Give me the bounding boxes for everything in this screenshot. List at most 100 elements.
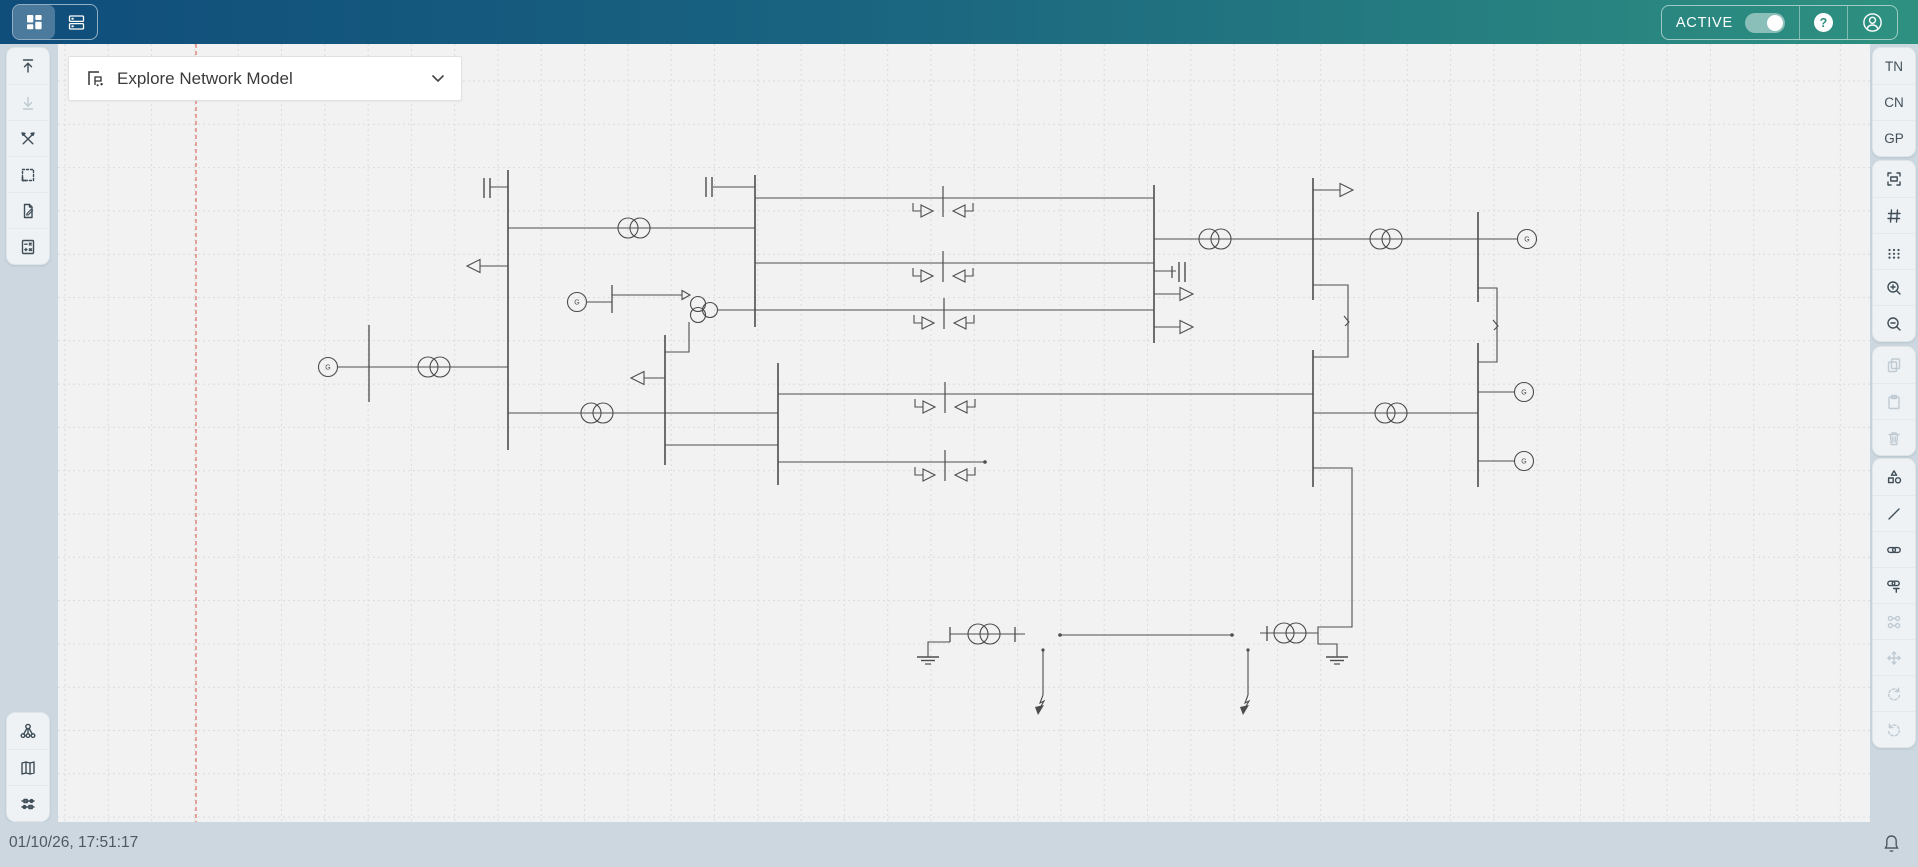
tools-button[interactable] — [7, 120, 49, 156]
flow-glyph[interactable] — [914, 399, 923, 408]
dashboard-view-button[interactable] — [13, 5, 55, 39]
flow-glyph[interactable] — [965, 203, 974, 212]
map-button[interactable] — [7, 749, 49, 785]
flow-arrow-right[interactable] — [921, 316, 936, 330]
generator-label[interactable]: G — [325, 365, 330, 372]
connection-path[interactable] — [1317, 633, 1338, 657]
flow-arrow-right[interactable] — [922, 468, 937, 482]
tn-button[interactable]: TN — [1885, 58, 1903, 74]
endpoint-dot[interactable] — [983, 460, 987, 464]
connection-path[interactable] — [1313, 467, 1353, 633]
flow-arrow[interactable] — [629, 370, 645, 386]
shapes-button[interactable] — [1873, 459, 1915, 495]
load-arrow[interactable] — [1243, 694, 1251, 709]
schema-button[interactable] — [7, 785, 49, 821]
flow-glyph[interactable] — [912, 268, 921, 277]
calculate-button[interactable] — [7, 228, 49, 264]
zoom-in-button[interactable] — [1873, 269, 1915, 305]
transformer-2w[interactable] — [1374, 402, 1396, 424]
network-diagram[interactable]: G G G G G — [58, 44, 1870, 822]
flow-arrow-right[interactable] — [920, 269, 935, 283]
transformer-2w[interactable] — [417, 356, 439, 378]
flow-glyph[interactable] — [913, 315, 922, 324]
transformer-2w[interactable] — [1273, 622, 1295, 644]
paste-button[interactable] — [1873, 383, 1915, 419]
bus-coupler[interactable] — [1313, 284, 1349, 358]
dots-toggle-button[interactable] — [1873, 233, 1915, 269]
flow-glyph[interactable] — [967, 399, 976, 408]
load-arrow-head[interactable] — [1240, 705, 1249, 715]
transformer-2w[interactable] — [979, 623, 1001, 645]
import-button[interactable] — [7, 48, 49, 84]
link-button[interactable] — [1873, 531, 1915, 567]
topology-button[interactable] — [7, 713, 49, 749]
export-button[interactable] — [7, 84, 49, 120]
flow-glyph[interactable] — [967, 467, 976, 476]
transformer-3w[interactable] — [701, 301, 719, 319]
rotate-ccw-button[interactable] — [1873, 711, 1915, 747]
generator[interactable] — [566, 291, 588, 313]
coupler-arrow[interactable] — [1343, 315, 1350, 327]
model-selector[interactable]: Explore Network Model — [68, 56, 462, 101]
transformer-2w[interactable] — [967, 623, 989, 645]
generator-label[interactable]: G — [1521, 390, 1526, 397]
copy-button[interactable] — [1873, 347, 1915, 383]
fit-view-button[interactable] — [1873, 161, 1915, 197]
transformer-2w[interactable] — [1369, 228, 1391, 250]
reroute-button[interactable] — [1873, 603, 1915, 639]
generator-label[interactable]: G — [1521, 459, 1526, 466]
flow-arrow-left[interactable] — [953, 468, 968, 482]
load-arrow[interactable] — [1038, 694, 1046, 709]
transformer-2w[interactable] — [429, 356, 451, 378]
transformer-2w[interactable] — [1210, 228, 1232, 250]
data-view-button[interactable] — [55, 5, 97, 39]
flow-arrow-left[interactable] — [951, 269, 966, 283]
generator[interactable] — [1513, 381, 1535, 403]
rotate-cw-button[interactable] — [1873, 675, 1915, 711]
transformer-2w[interactable] — [1198, 228, 1220, 250]
transformer-2w[interactable] — [592, 402, 614, 424]
notifications-icon[interactable] — [1882, 833, 1901, 854]
flow-arrow[interactable] — [1179, 319, 1195, 335]
delete-button[interactable] — [1873, 419, 1915, 455]
flow-arrow[interactable] — [1339, 182, 1355, 198]
flow-glyph[interactable] — [966, 315, 975, 324]
flow-glyph[interactable] — [912, 203, 921, 212]
zoom-out-button[interactable] — [1873, 305, 1915, 341]
generator[interactable] — [317, 356, 339, 378]
draw-line-button[interactable] — [1873, 495, 1915, 531]
generator-label[interactable]: G — [574, 300, 579, 307]
active-toggle[interactable] — [1745, 12, 1785, 33]
load-arrow-head[interactable] — [1035, 705, 1044, 715]
endpoint-dot[interactable] — [1058, 633, 1062, 637]
connection-path[interactable] — [665, 322, 690, 353]
grid-toggle-button[interactable] — [1873, 197, 1915, 233]
select-area-button[interactable] — [7, 156, 49, 192]
coupler-arrow[interactable] — [1492, 319, 1499, 331]
transformer-2w[interactable] — [1381, 228, 1403, 250]
flow-arrow-left[interactable] — [952, 316, 967, 330]
flow-arrow-left[interactable] — [953, 400, 968, 414]
edit-document-button[interactable] — [7, 192, 49, 228]
transformer-2w[interactable] — [617, 217, 639, 239]
flow-arrow[interactable] — [465, 258, 481, 274]
generator[interactable] — [1513, 450, 1535, 472]
cn-button[interactable]: CN — [1873, 84, 1915, 120]
transformer-3w[interactable] — [689, 306, 707, 324]
move-button[interactable] — [1873, 639, 1915, 675]
transformer-2w[interactable] — [1285, 622, 1307, 644]
flow-arrow[interactable] — [1179, 286, 1195, 302]
diagram-canvas[interactable]: G G G G G Explore Network Model — [58, 44, 1870, 822]
generator[interactable] — [1516, 228, 1538, 250]
link-terminal-button[interactable] — [1873, 567, 1915, 603]
flow-arrow[interactable] — [681, 289, 692, 301]
transformer-2w[interactable] — [629, 217, 651, 239]
generator-label[interactable]: G — [1524, 237, 1529, 244]
help-button[interactable]: ? — [1799, 6, 1847, 39]
flow-glyph[interactable] — [965, 268, 974, 277]
flow-arrow-right[interactable] — [922, 400, 937, 414]
transformer-2w[interactable] — [580, 402, 602, 424]
connection-path[interactable] — [927, 641, 950, 657]
transformer-2w[interactable] — [1386, 402, 1408, 424]
flow-arrow-right[interactable] — [920, 204, 935, 218]
